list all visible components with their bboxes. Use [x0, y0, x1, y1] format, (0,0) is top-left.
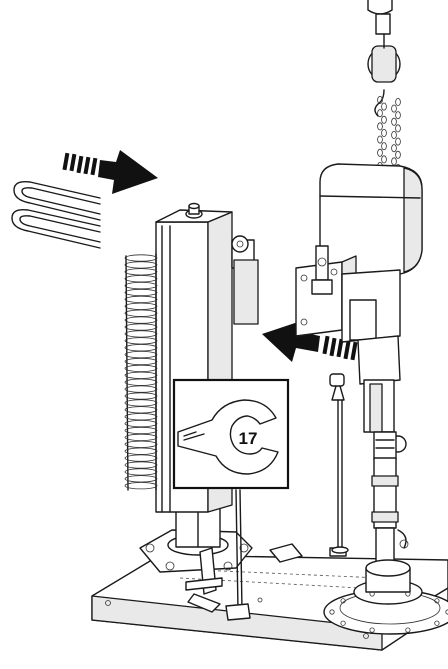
chain-link [381, 155, 387, 164]
hose-coil [124, 433, 158, 441]
hose-coil [124, 364, 158, 372]
hose-coil [124, 268, 158, 276]
hose-coil [124, 337, 158, 345]
hose-coil [124, 330, 158, 338]
hose-coil [124, 302, 158, 310]
hose-coil [124, 399, 158, 407]
flange-bolt [369, 627, 375, 633]
hose-coil [124, 295, 158, 303]
chain-link [391, 144, 397, 153]
chain-link [381, 142, 387, 151]
flange-bolt [329, 609, 335, 615]
suction-tube [371, 457, 409, 569]
u-bolt-lower [11, 208, 101, 249]
flange-bolt [340, 598, 346, 604]
hose-coil [124, 419, 158, 428]
drum-flange [323, 559, 448, 635]
open-end-wrench-icon [177, 399, 279, 475]
hose-coil [124, 454, 158, 462]
chain-link [395, 124, 401, 133]
hose-coil [124, 371, 158, 379]
column-base [139, 504, 253, 573]
dip-rod [329, 373, 349, 554]
hose-coil [124, 261, 158, 269]
hose-coil [124, 440, 158, 448]
hose-coil [124, 344, 158, 352]
chain-link [377, 148, 383, 157]
flange-bolt [405, 591, 411, 597]
hose-coil [124, 426, 158, 435]
chain-link [395, 150, 401, 159]
floor-bracket [269, 543, 347, 563]
wrench-callout: 17 [172, 378, 290, 490]
hose-coil [124, 288, 158, 297]
hose-coil [124, 392, 158, 400]
chain-link [381, 115, 387, 124]
chain-link [377, 109, 383, 118]
hose-coil [124, 323, 158, 331]
chain-link [391, 104, 397, 113]
pump-body [341, 269, 407, 461]
hose-coil [124, 468, 158, 476]
chain-link [377, 135, 383, 144]
chain-link [377, 96, 383, 105]
chain-link [391, 157, 397, 166]
flange-bolt [340, 620, 346, 626]
flange-bolt [405, 627, 411, 633]
chain-link [395, 111, 401, 120]
pump-motor [319, 163, 423, 275]
hose-coil [124, 316, 158, 324]
hose-coil [124, 350, 158, 359]
hose-coil [124, 357, 158, 366]
hose-coil [124, 482, 158, 490]
u-bolt-upper [13, 180, 101, 221]
hose-coil [124, 309, 158, 317]
hose-coil [124, 281, 158, 290]
hose-coil [124, 406, 158, 414]
arrow-left [262, 320, 358, 362]
flange-bolt [434, 620, 440, 626]
chain-link [391, 117, 397, 126]
flange-bolt [369, 591, 375, 597]
hose-coil [124, 475, 158, 483]
hose-coil [124, 447, 158, 455]
arrow-right [62, 150, 158, 194]
chain-link [377, 122, 383, 131]
hose-coil [124, 461, 158, 469]
hose-coil [124, 254, 158, 262]
coiled-hose [124, 253, 158, 491]
chain-link [391, 130, 397, 139]
chain-link [381, 128, 387, 137]
hose-coil [124, 378, 158, 386]
wrench-size-label: 17 [239, 429, 258, 448]
hose-coil [124, 385, 158, 393]
flange-bolt [434, 598, 440, 604]
chain-link [395, 137, 401, 146]
hose-coil [124, 413, 158, 421]
column-bracket [231, 235, 259, 325]
chain-link [395, 98, 401, 107]
hose-coil [124, 275, 158, 283]
chain-link [381, 102, 387, 111]
mixer-blade [185, 489, 251, 621]
